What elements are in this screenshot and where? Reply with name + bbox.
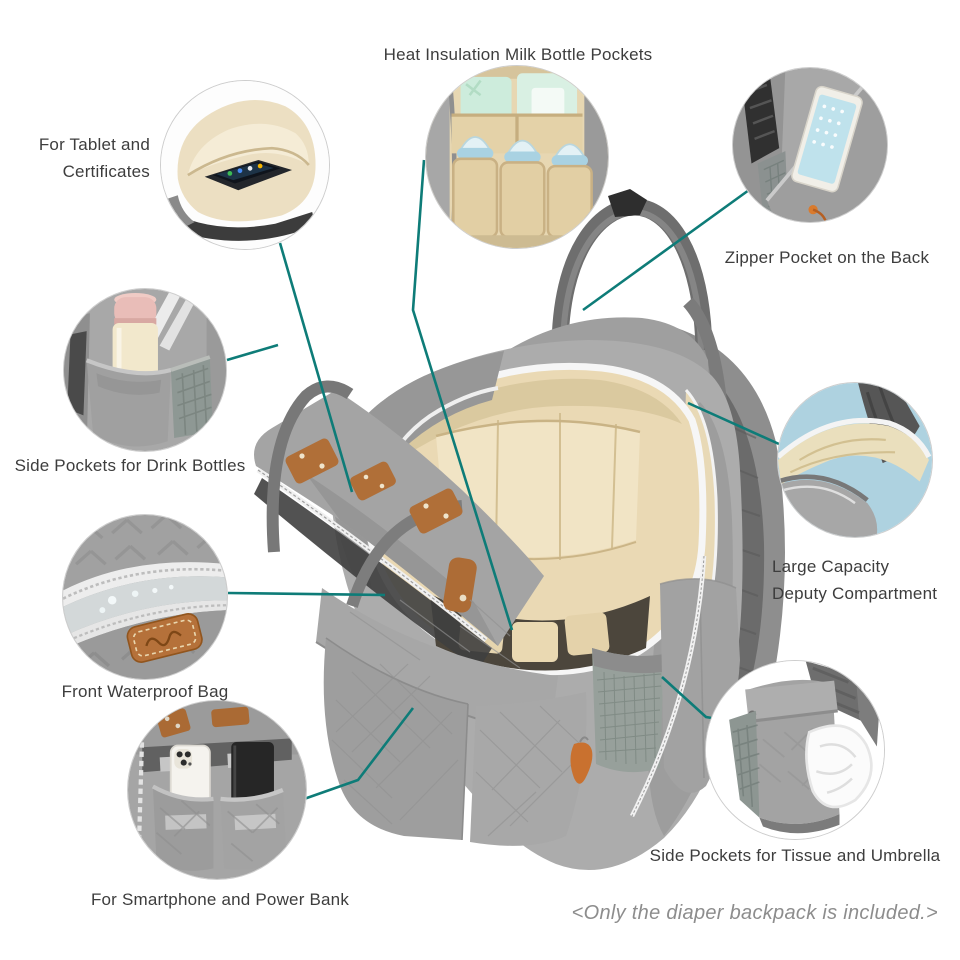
label-tissue-pocket: Side Pockets for Tissue and Umbrella bbox=[649, 846, 941, 865]
label-front-waterproof-bag: Front Waterproof Bag bbox=[61, 682, 229, 701]
milk-bottle-pockets-photo bbox=[426, 66, 608, 248]
callout-circle-front-waterproof-bag bbox=[62, 514, 228, 680]
zipper-pull bbox=[570, 742, 593, 784]
tablet-pocket-photo bbox=[161, 81, 329, 249]
front-pouches bbox=[323, 638, 468, 840]
tablet-in-pocket bbox=[791, 85, 863, 193]
smartphone-power-bank-pocket-photo bbox=[128, 701, 306, 879]
line-deputy bbox=[687, 401, 780, 446]
baby-bottles bbox=[456, 136, 588, 167]
drink-bottle-side-pocket-photo bbox=[64, 289, 226, 451]
callout-circle-back-zipper-pocket bbox=[732, 67, 888, 223]
power-bank bbox=[231, 741, 274, 807]
handle-clip bbox=[608, 189, 647, 217]
label-deputy-line2: Deputy Compartment bbox=[772, 584, 938, 604]
tissue-umbrella-side-pocket-photo bbox=[706, 661, 884, 839]
label-deputy-compartment: Large Capacity Deputy Compartment bbox=[772, 553, 960, 607]
line-waterproof bbox=[227, 591, 386, 597]
deputy-compartment-photo bbox=[778, 383, 932, 537]
label-deputy-line1: Large Capacity bbox=[772, 557, 890, 576]
line-drink-bottles bbox=[226, 343, 279, 362]
label-tablet-line2: Certificates bbox=[62, 162, 150, 182]
label-drink-bottle-pockets: Side Pockets for Drink Bottles bbox=[14, 456, 246, 475]
tissue bbox=[805, 724, 873, 809]
bottle-pockets bbox=[452, 157, 593, 239]
line-smartphone bbox=[303, 707, 415, 801]
line-tablet bbox=[278, 242, 354, 493]
leather-buckle-tabs bbox=[285, 438, 463, 534]
backpack bbox=[254, 189, 785, 871]
back-zipper-pocket-photo bbox=[733, 68, 887, 222]
callout-circle-drink-bottle-pocket bbox=[63, 288, 227, 452]
callout-circle-smartphone-pocket bbox=[127, 700, 307, 880]
label-smartphone-pocket: For Smartphone and Power Bank bbox=[90, 890, 350, 909]
label-tablet-line1: For Tablet and bbox=[38, 135, 150, 154]
footer-inclusion-note: <Only the diaper backpack is included.> bbox=[571, 902, 938, 924]
line-zipper-back bbox=[582, 188, 750, 312]
front-waterproof-bag-photo bbox=[63, 515, 227, 679]
callout-lines bbox=[226, 159, 780, 801]
callout-circle-deputy-compartment bbox=[777, 382, 933, 538]
label-tablet-pocket: For Tablet and Certificates bbox=[0, 131, 150, 185]
label-milk-bottle-pockets: Heat Insulation Milk Bottle Pockets bbox=[383, 45, 653, 64]
callout-circle-milk-bottle-pockets bbox=[425, 65, 609, 249]
callout-circle-tissue-pocket bbox=[705, 660, 885, 840]
leather-logo-patch bbox=[126, 613, 203, 663]
line-milk-bottles bbox=[411, 159, 514, 631]
callout-circle-tablet-pocket bbox=[160, 80, 330, 250]
label-back-zipper-pocket: Zipper Pocket on the Back bbox=[724, 248, 930, 267]
